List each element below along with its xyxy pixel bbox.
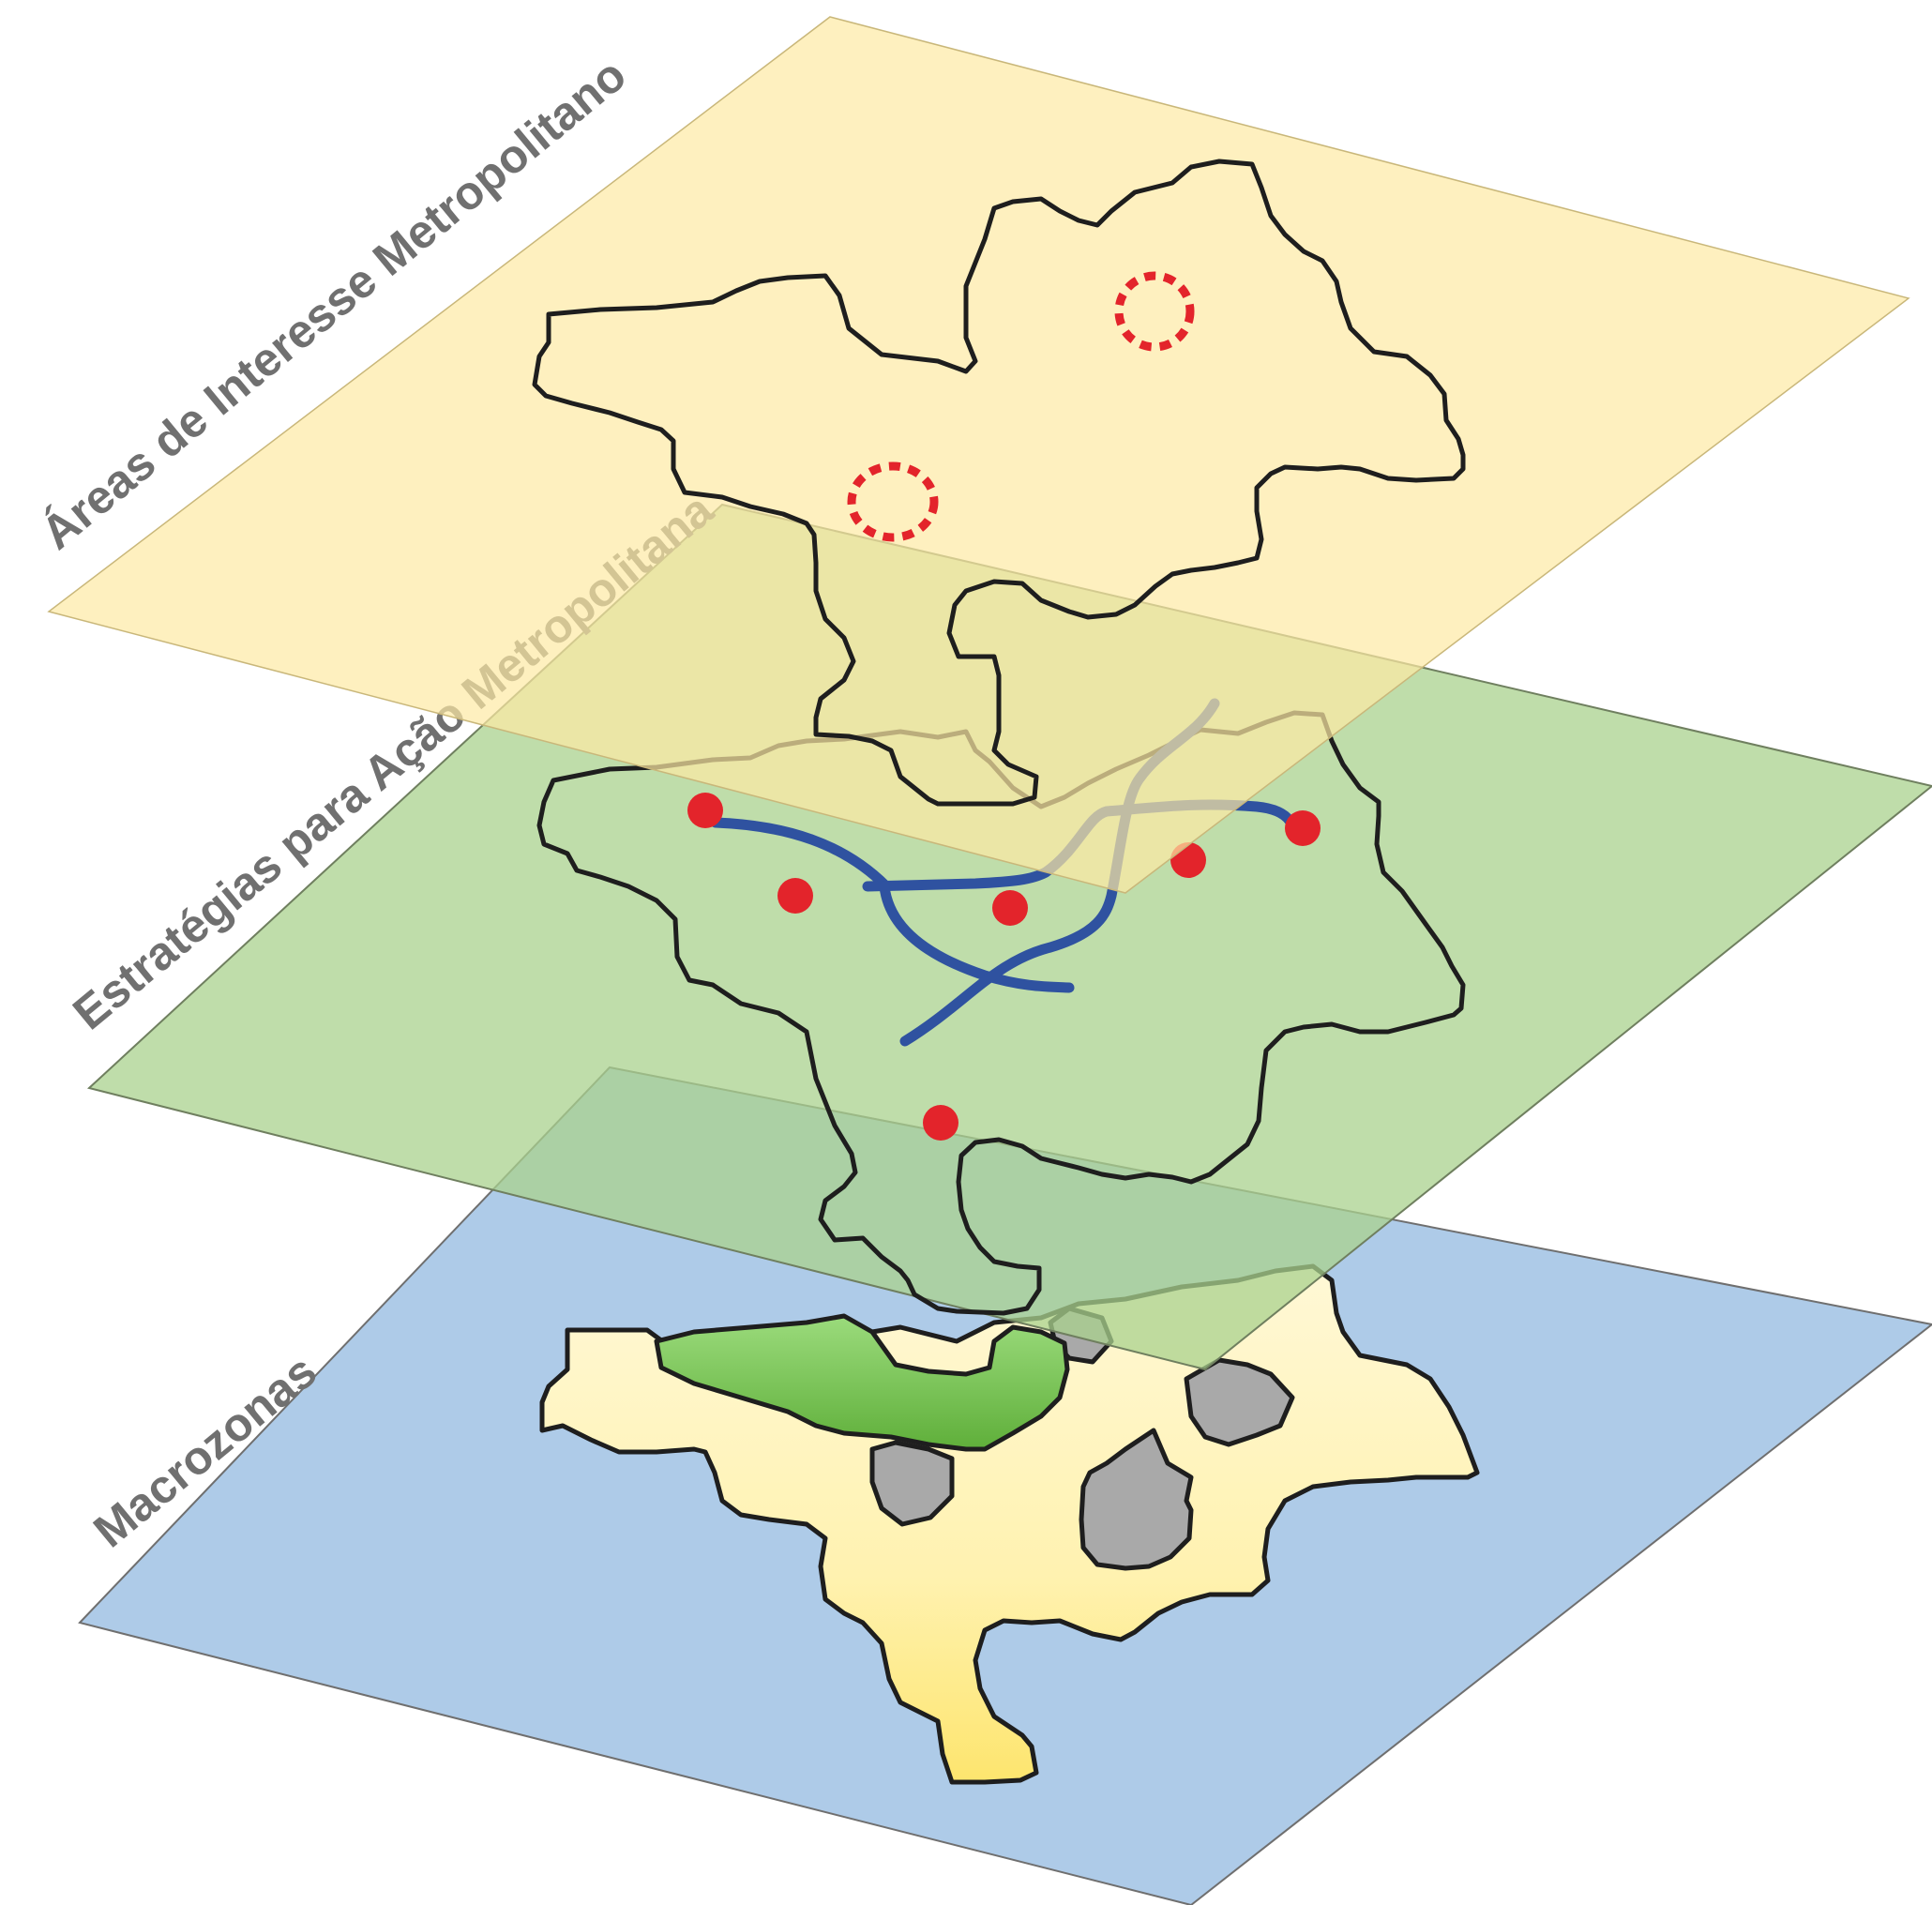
macrozonas-gray-zone-right	[1184, 1357, 1295, 1447]
estrategias-route-1	[710, 817, 892, 892]
estrategias-point-5	[1285, 810, 1321, 846]
macrozonas-gray-zone-center	[869, 1440, 955, 1527]
areas-plane	[47, 16, 1910, 894]
estrategias-point-3	[992, 890, 1028, 926]
estrategias-point-6	[923, 1105, 958, 1141]
macrozonas-gray-zone-lower	[1079, 1428, 1194, 1571]
estrategias-point-2	[777, 878, 813, 914]
areas-interest-marker-1	[1114, 271, 1195, 352]
layer-macrozonas: Macrozonas	[78, 1066, 1932, 1905]
macrozonas-green-zone	[654, 1313, 1070, 1452]
estrategias-route-3	[879, 881, 1075, 993]
areas-region-outline	[532, 159, 1466, 807]
areas-interest-marker-2	[847, 461, 939, 542]
estrategias-point-1	[687, 793, 723, 828]
